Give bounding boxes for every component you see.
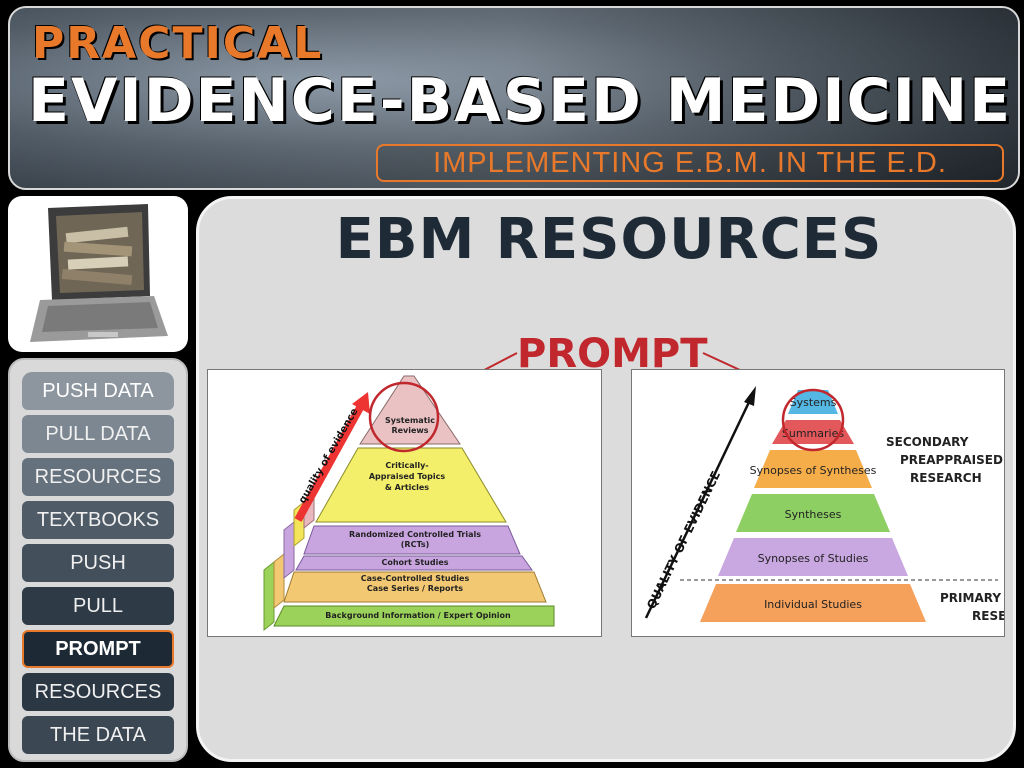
secondary-label-line2: PREAPPRAISED	[900, 453, 1003, 467]
pyramid2-level-summaries	[772, 420, 854, 444]
pyramid1-level-2	[315, 447, 507, 523]
pyramid2-label-summaries: Summaries	[782, 427, 844, 440]
pyramid1-level-5	[283, 571, 547, 603]
evidence-pyramid-figure: Systematic Reviews Critically-Appraised …	[207, 369, 602, 637]
pyramid2-highlight-circle	[781, 388, 845, 452]
pyramid2-label-synopses-syntheses: Synopses of Syntheses	[750, 464, 877, 477]
pyramid1-label-4: Cohort Studies	[381, 558, 449, 567]
sidebar-item-resources-2[interactable]: RESOURCES	[22, 673, 174, 711]
pyramid2-level-syntheses	[736, 494, 890, 532]
sidebar-item-pull-data[interactable]: PULL DATA	[22, 415, 174, 453]
pyramid1-level-3	[303, 525, 521, 555]
sidebar-item-pull[interactable]: PULL	[22, 587, 174, 625]
secondary-label-line3: RESEARCH	[910, 471, 982, 485]
laptop-icon	[30, 204, 168, 342]
pyramid2-label-systems: Systems	[790, 396, 837, 409]
pyramid1-label-1: Systematic Reviews	[384, 416, 436, 435]
primary-label-line1: PRIMARY	[940, 591, 1001, 605]
sidebar-item-push-data[interactable]: PUSH DATA	[22, 372, 174, 410]
sidebar-nav: PUSH DATA PULL DATA RESOURCES TEXTBOOKS …	[8, 358, 188, 762]
pyramid1-quality-arrow	[294, 402, 366, 522]
page-title: EBM RESOURCES	[335, 207, 883, 272]
pyramid1-level-4	[295, 555, 533, 571]
pyramid2-level-systems	[788, 390, 838, 414]
header-photo-backdrop	[10, 8, 1018, 188]
secondary-label-line1: SECONDARY	[886, 435, 969, 449]
laptop-thumbnail	[8, 196, 188, 352]
primary-label-line2: RESE	[972, 609, 1004, 623]
pyramid2-label-synopses-studies: Synopses of Studies	[758, 552, 869, 565]
header-title-small: PRACTICAL	[32, 18, 324, 69]
pyramid2-label-individual: Individual Studies	[764, 598, 862, 611]
sidebar-item-textbooks[interactable]: TEXTBOOKS	[22, 501, 174, 539]
header-title-main: EVIDENCE-BASED MEDICINE	[28, 66, 1013, 136]
pyramid1-highlight-circle	[368, 381, 440, 453]
evidence-pyramid: Systematic Reviews Critically-Appraised …	[263, 375, 555, 632]
header-banner: PRACTICAL EVIDENCE-BASED MEDICINE IMPLEM…	[8, 6, 1020, 190]
pyramid2-label-syntheses: Syntheses	[785, 508, 842, 521]
sidebar-item-resources[interactable]: RESOURCES	[22, 458, 174, 496]
sidebar-item-the-data[interactable]: THE DATA	[22, 716, 174, 754]
six-s-pyramid-figure: Systems Summaries Synopses of Syntheses …	[631, 369, 1006, 637]
pyramid2-level-individual	[700, 584, 926, 622]
sidebar-item-prompt[interactable]: PROMPT	[22, 630, 174, 668]
pyramid2-quality-arrow	[644, 399, 752, 619]
pyramid1-label-2: Critically-Appraised Topics & Articles	[368, 461, 446, 492]
pyramid2-level-synopses-syntheses	[754, 450, 872, 488]
header-subtitle: IMPLEMENTING E.B.M. IN THE E.D.	[376, 144, 1004, 182]
sidebar-item-push[interactable]: PUSH	[22, 544, 174, 582]
main-panel: EBM RESOURCES PROMPT Systematic Reviews	[196, 196, 1016, 762]
six-s-pyramid: Systems Summaries Synopses of Syntheses …	[644, 386, 1006, 623]
pyramid2-level-synopses-studies	[718, 538, 908, 576]
pyramid1-label-6: Background Information / Expert Opinion	[325, 611, 511, 620]
pyramid2-quality-label: QUALITY OF EVIDENCE	[644, 469, 723, 612]
pyramid1-level-6	[273, 605, 555, 627]
pyramid1-level-1	[359, 375, 461, 445]
pyramid1-label-5: Case-Controlled Studies Case Series / Re…	[360, 574, 470, 593]
pyramid1-label-3: Randomized Controlled Trials (RCTs)	[348, 530, 482, 549]
